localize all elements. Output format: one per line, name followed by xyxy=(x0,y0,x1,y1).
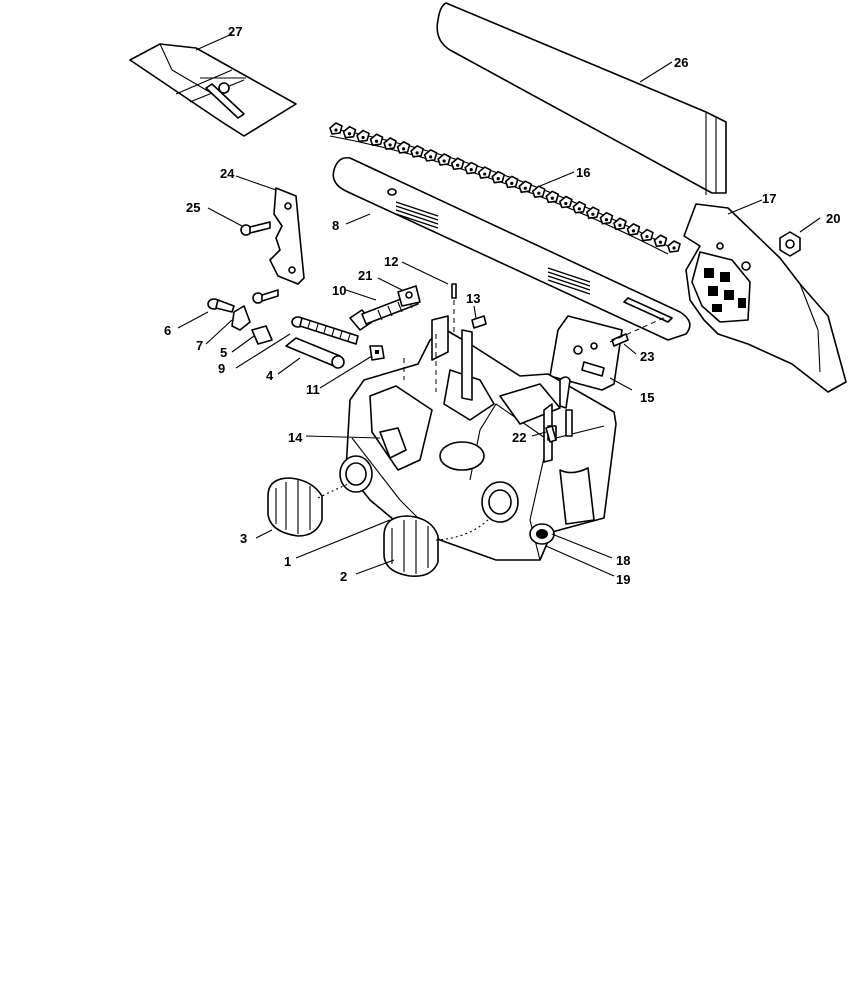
part-nut-block xyxy=(369,345,385,361)
callout-15: 15 xyxy=(640,390,654,405)
part-pin-12 xyxy=(451,283,457,299)
callout-21: 21 xyxy=(358,268,372,283)
callout-20: 20 xyxy=(826,211,840,226)
part-saw-chain xyxy=(329,122,681,255)
part-cap-3 xyxy=(267,455,373,537)
part-screw-25 xyxy=(240,221,271,236)
part-tension-screw xyxy=(291,316,359,345)
callout-22: 22 xyxy=(512,430,526,445)
callout-27: 27 xyxy=(228,24,242,39)
part-screw-23 xyxy=(611,333,629,347)
callout-25: 25 xyxy=(186,200,200,215)
callout-1: 1 xyxy=(284,554,291,569)
part-cap-2 xyxy=(383,481,519,578)
callout-17: 17 xyxy=(762,191,776,206)
part-oil-window xyxy=(529,523,555,545)
part-tool-bag xyxy=(129,43,297,137)
callout-24: 24 xyxy=(220,166,235,181)
callout-4: 4 xyxy=(266,368,274,383)
part-bracket-21 xyxy=(397,285,421,307)
callout-2: 2 xyxy=(340,569,347,584)
callout-14: 14 xyxy=(288,430,303,445)
callout-16: 16 xyxy=(576,165,590,180)
callout-9: 9 xyxy=(218,361,225,376)
callout-12: 12 xyxy=(384,254,398,269)
callout-23: 23 xyxy=(640,349,654,364)
part-small-screws xyxy=(207,289,279,313)
callout-7: 7 xyxy=(196,338,203,353)
part-tension-pin xyxy=(285,337,345,369)
part-bumper-spike xyxy=(269,187,305,285)
part-sprocket-cover xyxy=(683,203,847,393)
part-bar-cover xyxy=(436,2,727,195)
callout-3: 3 xyxy=(240,531,247,546)
leader-lines xyxy=(177,33,821,577)
callout-6: 6 xyxy=(164,323,171,338)
callout-labels: 27 26 16 8 17 20 24 25 6 7 5 9 4 11 10 2… xyxy=(164,24,840,587)
part-pin-22 xyxy=(545,425,557,443)
callout-19: 19 xyxy=(616,572,630,587)
part-key-13 xyxy=(471,315,487,329)
part-plate-7 xyxy=(231,305,251,331)
callout-26: 26 xyxy=(674,55,688,70)
callout-10: 10 xyxy=(332,283,346,298)
callout-11: 11 xyxy=(306,382,320,397)
callout-13: 13 xyxy=(466,291,480,306)
part-guide-bar xyxy=(332,156,691,341)
part-sleeve-5 xyxy=(251,325,273,345)
part-housing xyxy=(345,300,669,561)
part-chain-brake xyxy=(379,427,407,459)
part-nut xyxy=(779,231,801,257)
callout-8: 8 xyxy=(332,218,339,233)
callout-5: 5 xyxy=(220,345,227,360)
callout-18: 18 xyxy=(616,553,630,568)
